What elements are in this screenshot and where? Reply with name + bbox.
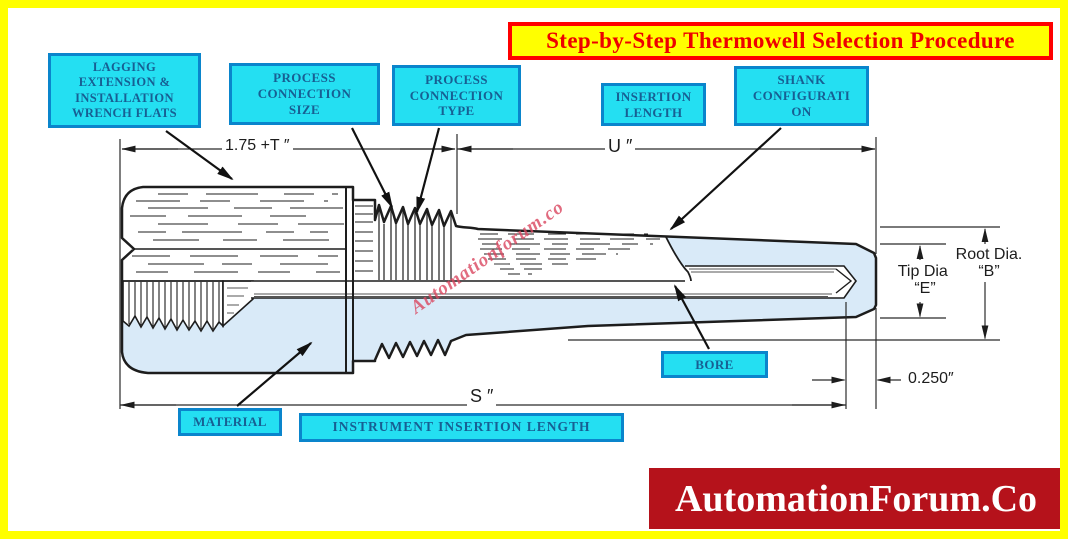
callout-instrument-insertion-length: INSTRUMENT INSERTION LENGTH — [299, 413, 624, 442]
brand-banner: AutomationForum.Co — [649, 468, 1060, 529]
internal-threads — [122, 280, 224, 333]
callout-material: MATERIAL — [178, 408, 282, 436]
callout-process-connection-size: PROCESS CONNECTION SIZE — [229, 63, 380, 125]
hex-shading — [130, 193, 344, 273]
callout-lagging-extension: LAGGING EXTENSION & INSTALLATION WRENCH … — [48, 53, 201, 128]
thermowell-drawing — [119, 127, 1000, 409]
callout-process-connection-type: PROCESS CONNECTION TYPE — [392, 65, 521, 126]
leader-arrows — [165, 127, 782, 407]
callout-shank-configuration: SHANK CONFIGURATI ON — [734, 66, 869, 126]
dim-insertion-length-u: U ″ — [605, 137, 636, 156]
thermowell-body — [120, 185, 878, 375]
dim-tip-thickness: 0.250″ — [905, 370, 957, 388]
callout-bore: BORE — [661, 351, 768, 378]
process-threads — [378, 207, 452, 280]
callout-insertion-length: INSERTION LENGTH — [601, 83, 706, 126]
bore-channel — [251, 266, 856, 298]
dim-lagging-length: 1.75 +T ″ — [222, 137, 293, 155]
dim-instrument-insertion-s: S ″ — [467, 387, 497, 406]
dim-root-diameter: Root Dia. “B” — [948, 246, 1030, 281]
title-banner: Step-by-Step Thermowell Selection Proced… — [508, 22, 1053, 60]
